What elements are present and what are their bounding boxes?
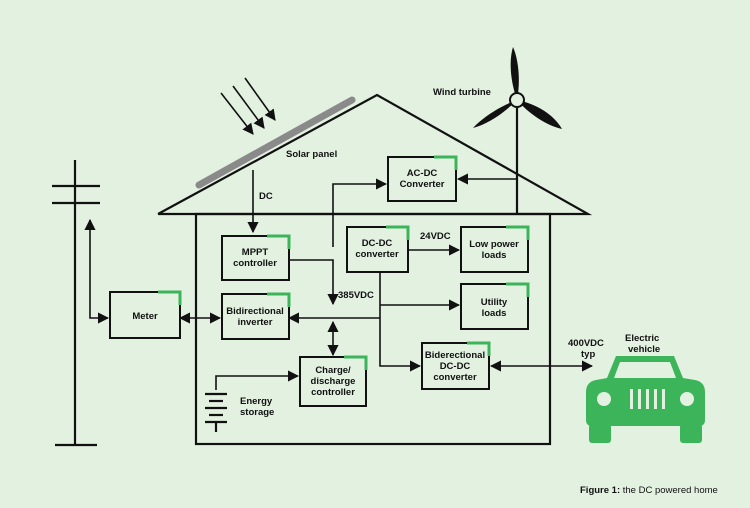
svg-text:discharge: discharge [311,376,356,387]
svg-text:Utility: Utility [481,297,508,308]
svg-text:Low power: Low power [469,239,519,250]
charge-discharge-controller-box: Charge/ discharge controller [299,355,368,407]
battery-icon [205,392,227,432]
svg-text:Meter: Meter [132,311,158,322]
utility-loads-box: Utility loads [460,282,530,330]
svg-text:converter: converter [355,249,399,260]
svg-text:DC-DC: DC-DC [440,361,471,372]
acdc-converter-box: AC-DC Converter [387,155,458,202]
svg-text:Bidirectional: Bidirectional [226,306,284,317]
385vdc-label: 385VDC [338,290,374,301]
svg-text:Converter: Converter [400,179,445,190]
electric-vehicle-label-1: Electric [625,333,659,344]
svg-text:converter: converter [433,372,477,383]
electric-vehicle-label-2: vehicle [628,344,660,355]
figure-caption: Figure 1: the DC powered home [580,485,718,496]
400vdc-label: 400VDC [568,338,604,349]
400vdc-typ-label: typ [581,349,595,360]
24vdc-label: 24VDC [420,231,451,242]
wind-turbine-icon [473,47,562,214]
svg-text:Biderectional: Biderectional [425,350,485,361]
utility-pole [52,160,100,447]
energy-storage-label-2: storage [240,407,274,418]
svg-text:controller: controller [311,387,355,398]
svg-text:inverter: inverter [238,317,273,328]
dcdc-converter-box: DC-DC converter [346,225,410,273]
svg-text:Charge/: Charge/ [315,365,351,376]
bidirectional-dcdc-converter-box: Biderectional DC-DC converter [421,341,491,390]
electric-vehicle-icon [586,356,705,443]
wind-turbine-label: Wind turbine [433,87,491,98]
low-power-loads-box: Low power loads [460,225,530,273]
wires [84,170,594,390]
energy-storage-label-1: Energy [240,396,273,407]
svg-text:MPPT: MPPT [242,247,269,258]
bidirectional-inverter-box: Bidirectional inverter [221,292,291,340]
house-outline [157,93,593,446]
svg-text:AC-DC: AC-DC [407,168,438,179]
meter-box: Meter [109,290,182,339]
sun-rays [220,77,276,135]
mppt-controller-box: MPPT controller [221,234,291,281]
solar-panel-label: Solar panel [286,149,337,160]
svg-text:controller: controller [233,258,277,269]
svg-text:loads: loads [482,250,507,261]
svg-text:DC-DC: DC-DC [362,238,393,249]
svg-text:loads: loads [482,308,507,319]
solar-panel [195,96,356,189]
dc-label: DC [259,191,273,202]
